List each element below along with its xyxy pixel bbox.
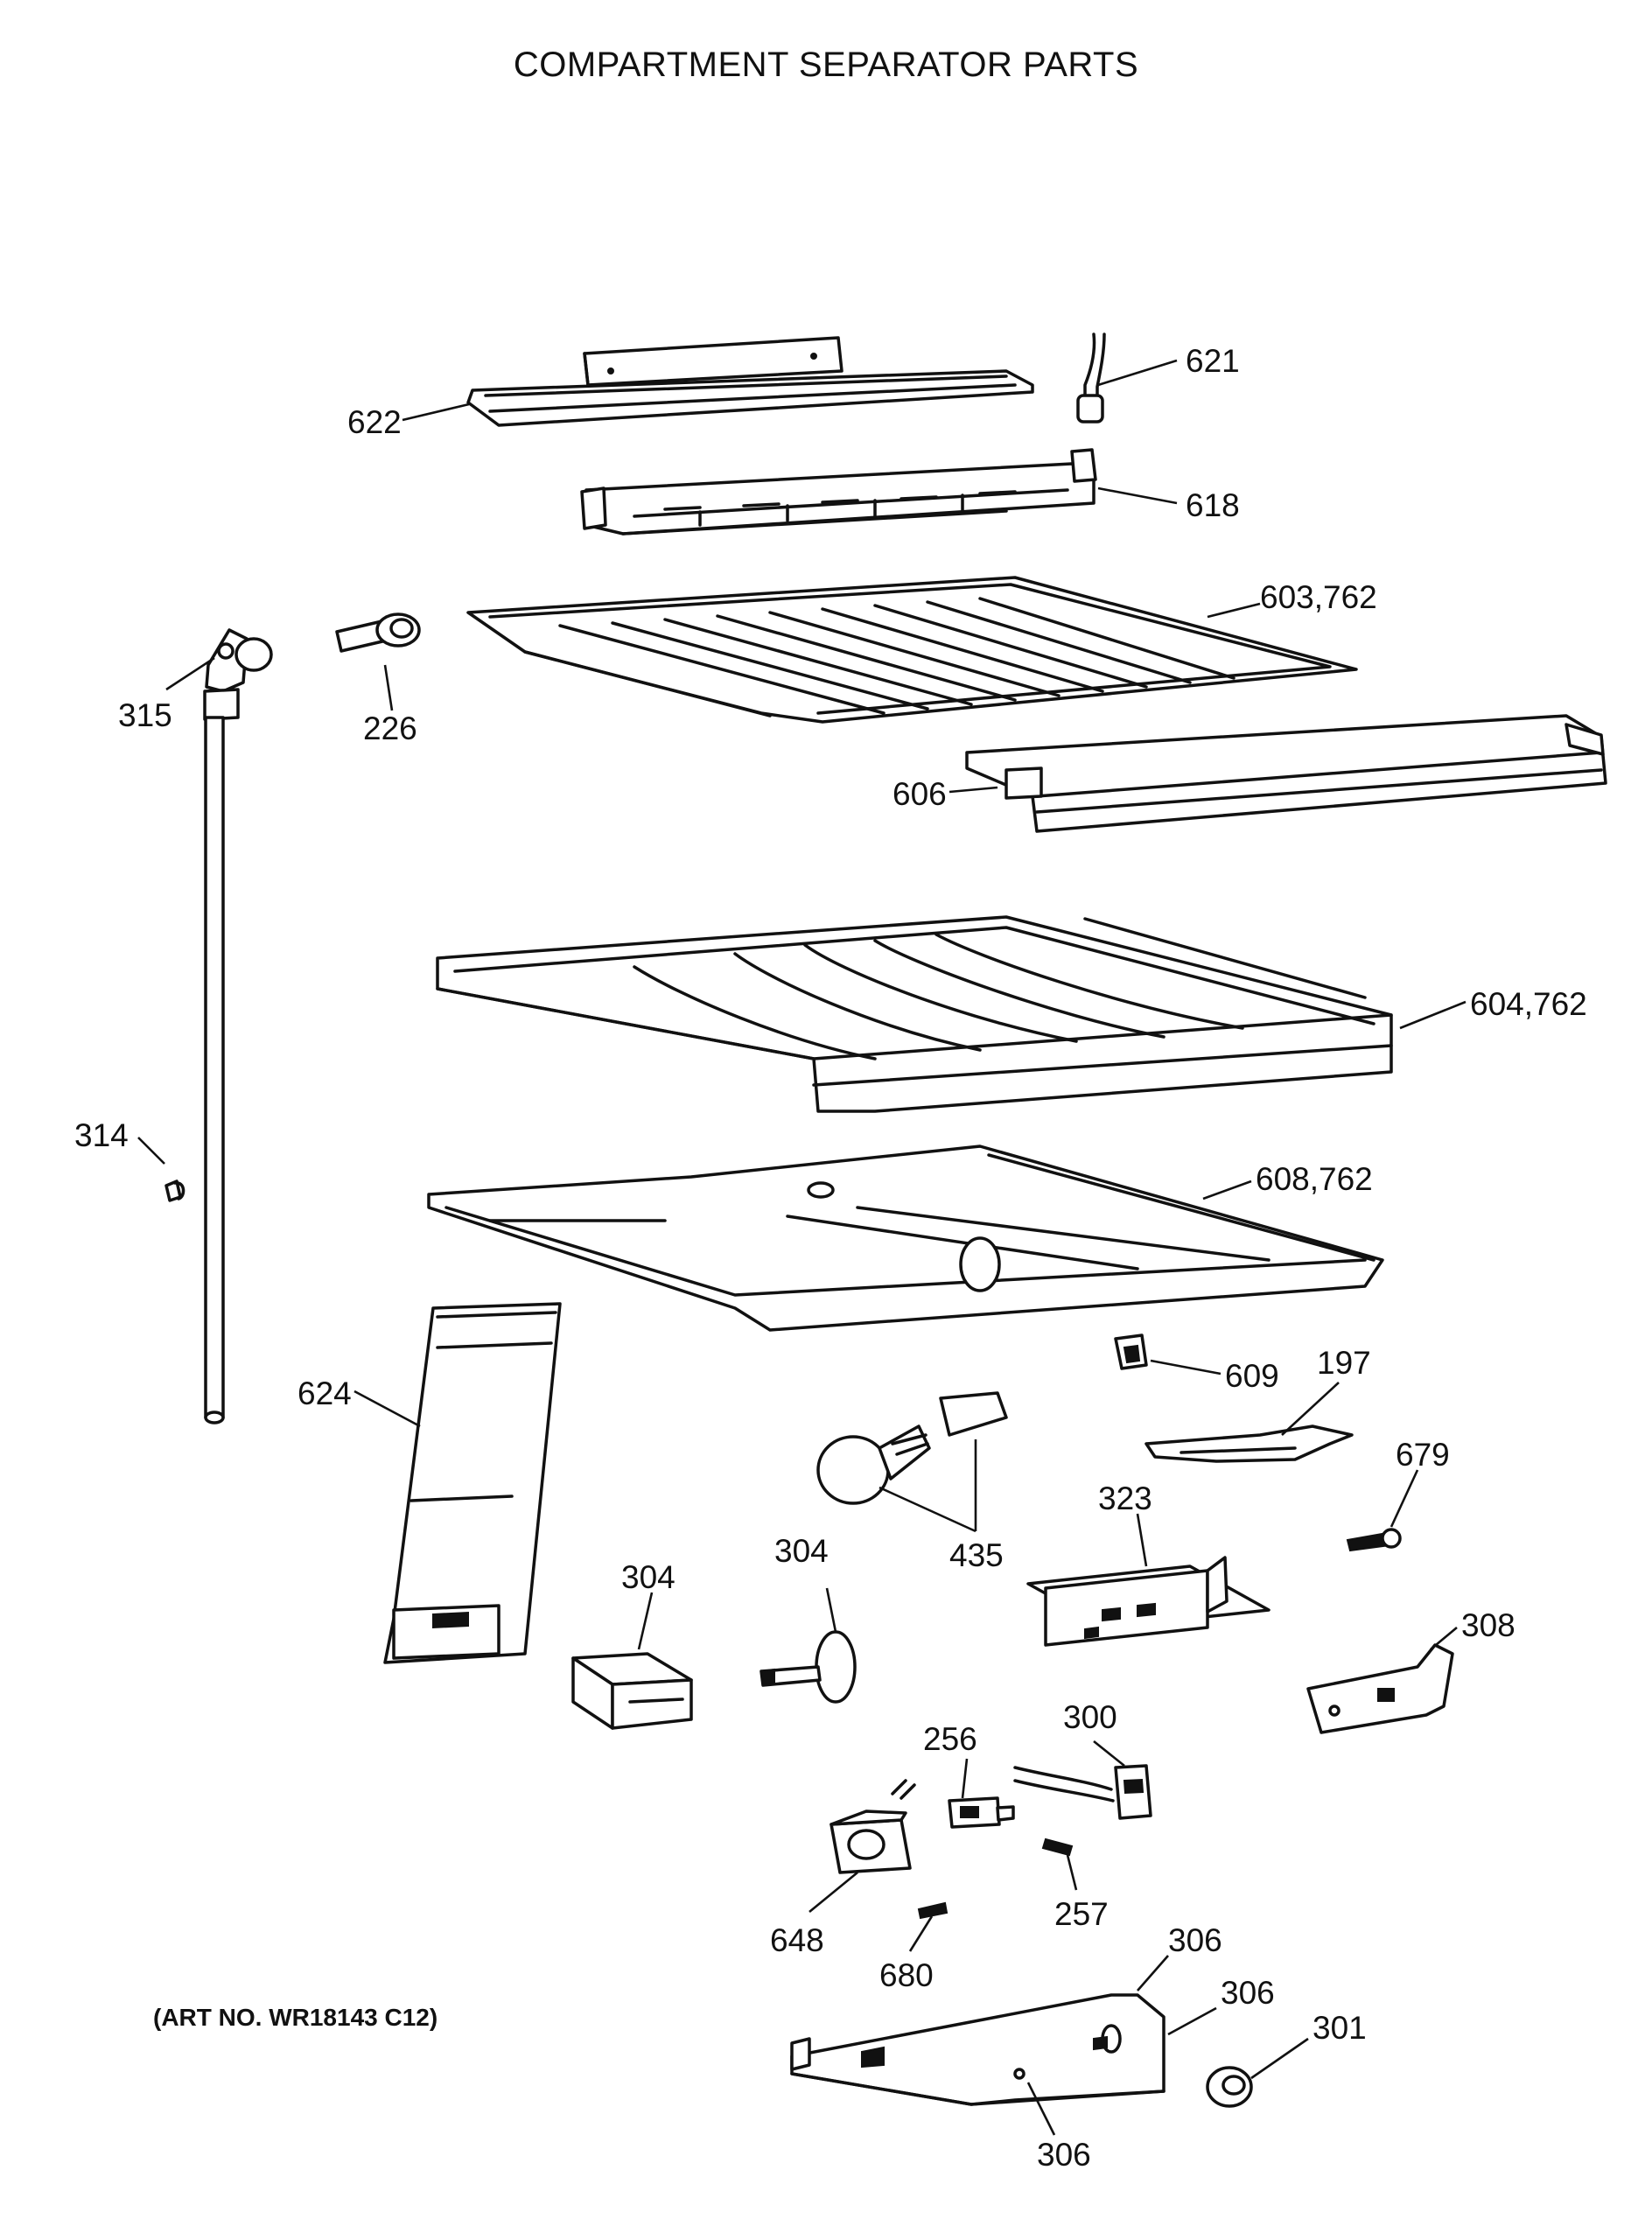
callout-618: 618 — [1186, 487, 1240, 523]
part-300-thermostat — [1013, 1764, 1152, 1820]
callout-306-top: 306 — [1168, 1922, 1222, 1958]
part-606-panel — [965, 714, 1607, 833]
callout-197: 197 — [1317, 1345, 1371, 1381]
page-title: COMPARTMENT SEPARATOR PARTS — [513, 46, 1139, 84]
callout-606: 606 — [892, 776, 947, 812]
callout-306-right: 306 — [1221, 1975, 1275, 2011]
callout-300: 300 — [1063, 1699, 1117, 1735]
callout-306-bottom: 306 — [1037, 2137, 1091, 2173]
part-304-module — [571, 1652, 693, 1730]
part-306-base — [790, 1993, 1166, 2106]
part-648-solenoid — [830, 1779, 916, 1874]
callout-648: 648 — [770, 1922, 824, 1958]
part-197-wire — [1144, 1424, 1354, 1463]
callout-624: 624 — [298, 1376, 352, 1411]
callout-315: 315 — [118, 697, 172, 733]
part-604-shelf — [436, 915, 1393, 1113]
callout-308: 308 — [1461, 1607, 1516, 1643]
leader-lines — [137, 359, 1466, 2136]
callout-680: 680 — [879, 1957, 934, 1993]
part-304-dial — [760, 1630, 857, 1704]
callout-609: 609 — [1225, 1358, 1279, 1394]
part-679-screw — [1346, 1528, 1402, 1552]
callout-435: 435 — [949, 1537, 1004, 1573]
part-618-housing — [580, 448, 1097, 536]
callout-304-left: 304 — [621, 1559, 676, 1595]
part-608-shelf — [427, 1144, 1384, 1332]
part-226-plug — [335, 612, 421, 653]
callout-257: 257 — [1054, 1896, 1109, 1932]
callout-323: 323 — [1098, 1480, 1152, 1516]
part-314-rod — [164, 716, 225, 1424]
part-624-bracket — [383, 1302, 562, 1664]
part-622-cover — [466, 336, 1034, 427]
part-301-knob — [1206, 2066, 1253, 2108]
callout-labels: 621 622 618 603,762 315 226 606 604,762 … — [74, 343, 1587, 2173]
callout-679: 679 — [1396, 1437, 1450, 1473]
part-603-shelf — [466, 576, 1358, 724]
callout-314: 314 — [74, 1117, 129, 1153]
callout-621: 621 — [1186, 343, 1240, 379]
part-435-bulb — [816, 1391, 1008, 1505]
callout-603-762: 603,762 — [1260, 579, 1377, 615]
part-315-hinge — [203, 628, 273, 721]
part-621-tube — [1076, 332, 1106, 424]
callout-226: 226 — [363, 710, 417, 746]
callout-301: 301 — [1312, 2010, 1367, 2046]
callout-304-right: 304 — [774, 1533, 829, 1569]
art-number: (ART NO. WR18143 C12) — [153, 2004, 438, 2031]
part-609-clip — [1114, 1334, 1148, 1370]
part-308-bracket — [1306, 1643, 1454, 1734]
callout-604-762: 604,762 — [1470, 986, 1587, 1022]
callout-256: 256 — [923, 1721, 977, 1757]
callout-608-762: 608,762 — [1256, 1161, 1373, 1197]
part-257-screw — [1041, 1838, 1074, 1857]
part-680-screw — [917, 1901, 948, 1920]
part-256-switch — [948, 1796, 1015, 1829]
callout-622: 622 — [347, 404, 402, 440]
part-323-box — [1026, 1556, 1270, 1647]
